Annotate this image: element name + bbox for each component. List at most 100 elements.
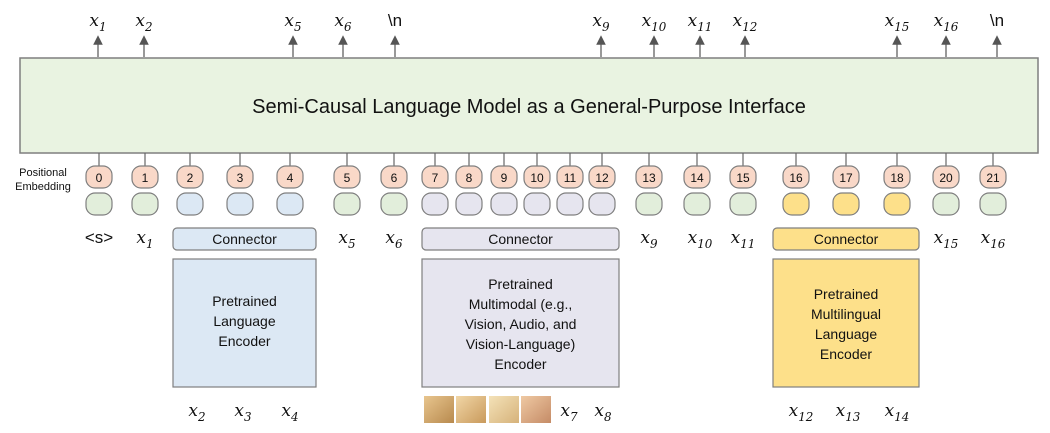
position-value: 9 — [501, 171, 508, 185]
position-value: 15 — [736, 171, 750, 185]
connector-label-3: Connector — [814, 231, 879, 247]
position-value: 11 — [564, 171, 577, 185]
token-embedding-12 — [588, 192, 616, 216]
output-token-1: x1 — [89, 11, 106, 34]
token-embedding-5 — [333, 192, 361, 216]
position-pill-2 — [176, 165, 204, 189]
position-value: 10 — [530, 171, 544, 185]
position-pill-11 — [556, 165, 584, 189]
encoder-line: Pretrained — [212, 293, 277, 309]
input-token-4: x6 — [385, 228, 403, 251]
input-token-5: x9 — [640, 228, 658, 251]
token-embedding-3 — [226, 192, 254, 216]
connector-box-3 — [772, 227, 920, 251]
input-token-9: x16 — [981, 228, 1006, 251]
encoder-line: Encoder — [820, 346, 872, 362]
output-token-9: x12 — [733, 11, 758, 34]
positional-label-line2: Embedding — [15, 181, 71, 193]
output-token-2: x2 — [135, 11, 152, 34]
position-pill-15 — [729, 165, 757, 189]
position-pill-18 — [883, 165, 911, 189]
position-value: 7 — [432, 171, 439, 185]
position-value: 1 — [142, 171, 149, 185]
encoder-line: Encoder — [494, 356, 546, 372]
multimodal-encoder-box — [421, 258, 620, 388]
position-pill-5 — [333, 165, 361, 189]
connector-label-1: Connector — [212, 231, 277, 247]
position-value: 0 — [96, 171, 103, 185]
token-embedding-13 — [635, 192, 663, 216]
connector-box-2 — [421, 227, 620, 251]
position-pill-6 — [380, 165, 408, 189]
output-token-11: x16 — [934, 11, 959, 34]
token-embedding-4 — [276, 192, 304, 216]
position-value: 12 — [595, 171, 609, 185]
token-embedding-16 — [782, 192, 810, 216]
image-thumbnails — [424, 396, 551, 423]
image-thumbnail-3 — [489, 396, 519, 423]
token-embedding-9 — [490, 192, 518, 216]
token-embedding-11 — [556, 192, 584, 216]
encoder-input-token: x13 — [836, 401, 861, 424]
output-token-12: \n — [990, 11, 1004, 30]
image-thumbnail-4 — [521, 396, 551, 423]
input-token-6: x10 — [688, 228, 713, 251]
token-embedding-6 — [380, 192, 408, 216]
connector-box-1 — [172, 227, 317, 251]
image-thumbnail-2 — [456, 396, 486, 423]
position-pill-21 — [979, 165, 1007, 189]
position-value: 3 — [237, 171, 244, 185]
position-value: 21 — [986, 171, 1000, 185]
encoder-line: Multimodal (e.g., — [469, 296, 572, 312]
connector-label-2: Connector — [488, 231, 553, 247]
language-encoder-box — [172, 258, 317, 388]
encoder-input-token: x8 — [594, 401, 612, 424]
token-embedding-17 — [832, 192, 860, 216]
position-pill-12 — [588, 165, 616, 189]
encoder-line: Vision, Audio, and — [465, 316, 577, 332]
token-embeddings — [85, 192, 1007, 216]
token-embedding-8 — [455, 192, 483, 216]
token-embedding-7 — [421, 192, 449, 216]
encoder-line: Pretrained — [488, 276, 553, 292]
position-value: 6 — [391, 171, 398, 185]
output-token-10: x15 — [885, 11, 910, 34]
token-embedding-1 — [131, 192, 159, 216]
token-embedding-0 — [85, 192, 113, 216]
input-token-2: x1 — [136, 228, 153, 251]
position-pill-8 — [455, 165, 483, 189]
position-value: 13 — [642, 171, 656, 185]
position-value: 18 — [890, 171, 904, 185]
input-token-8: x15 — [934, 228, 959, 251]
token-embedding-21 — [979, 192, 1007, 216]
token-embedding-15 — [729, 192, 757, 216]
positional-label-line1: Positional — [19, 167, 67, 179]
encoder-input-token: x7 — [560, 401, 578, 424]
position-value: 17 — [839, 171, 853, 185]
encoder-input-token: x2 — [188, 401, 205, 424]
position-value: 16 — [789, 171, 803, 185]
position-value: 2 — [187, 171, 194, 185]
encoder-input-token: x3 — [234, 401, 251, 424]
image-thumbnail-1 — [424, 396, 454, 423]
position-pill-7 — [421, 165, 449, 189]
position-pill-10 — [523, 165, 551, 189]
output-token-4: x6 — [334, 11, 352, 34]
language-model-title: Semi-Causal Language Model as a General-… — [252, 96, 806, 118]
input-token-1: <s> — [85, 228, 113, 247]
token-embedding-2 — [176, 192, 204, 216]
position-value: 5 — [344, 171, 351, 185]
position-value: 8 — [466, 171, 473, 185]
token-embedding-10 — [523, 192, 551, 216]
position-pill-14 — [683, 165, 711, 189]
output-token-5: \n — [388, 11, 402, 30]
position-pill-13 — [635, 165, 663, 189]
position-pill-9 — [490, 165, 518, 189]
position-value: 4 — [287, 171, 294, 185]
